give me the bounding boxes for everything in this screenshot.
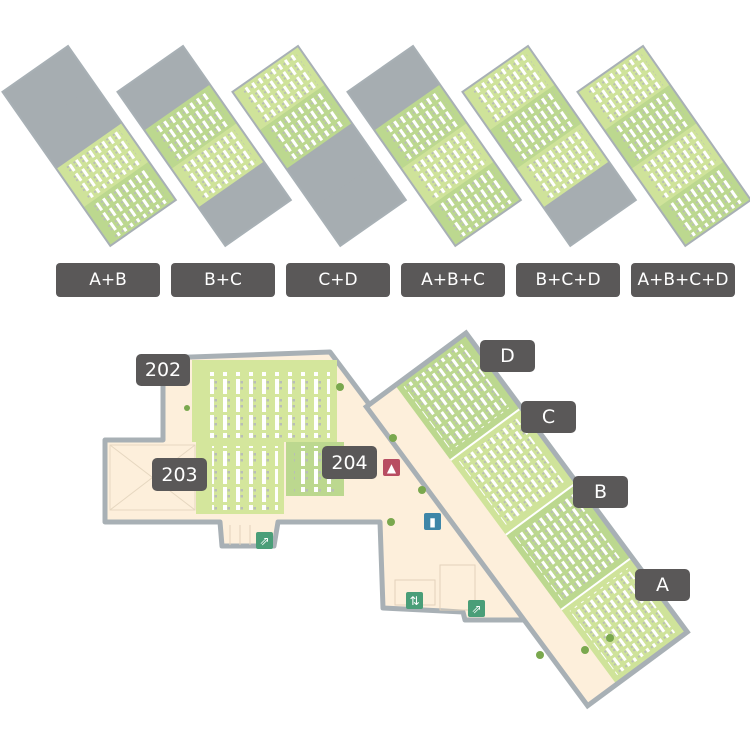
thumbnail-section-d: [117, 46, 211, 131]
thumbnail-desks: [667, 168, 745, 239]
hall-desks: [458, 418, 565, 526]
partition-wall: [560, 556, 633, 611]
stairs-icon: ⇗: [468, 600, 485, 617]
partition-wall: [449, 406, 522, 461]
thumbnail-outline: [1, 44, 178, 248]
partition-wall: [505, 481, 578, 536]
thumbnail-desks: [410, 129, 488, 201]
section-tag-b[interactable]: B: [573, 476, 628, 508]
room-202-desks: [205, 372, 330, 438]
stairs-icon: ⇗: [256, 532, 273, 549]
hall-desks: [514, 493, 620, 601]
thumbnail-desks: [180, 129, 258, 201]
plants: [184, 383, 614, 659]
layout-button-b-c[interactable]: B+C: [171, 263, 275, 297]
thumbnail-desks: [525, 129, 603, 201]
layout-thumbnail[interactable]: [461, 44, 638, 248]
thumbnail-outline: [346, 44, 523, 248]
layout-thumbnail[interactable]: [116, 44, 293, 248]
section-tag-c[interactable]: C: [521, 401, 576, 433]
room-tag-202[interactable]: 202: [136, 354, 190, 386]
thumbnail-section-b: [286, 123, 380, 208]
thumbnail-desks: [268, 91, 346, 162]
hall-desks: [569, 568, 676, 676]
thumbnail-outline: [461, 44, 638, 248]
thumbnail-section-d: [347, 46, 441, 131]
thumbnail-desks: [92, 168, 170, 239]
hall-wing: [362, 329, 691, 710]
thumbnail-group: [1, 44, 750, 248]
stairwell-lines: [229, 525, 476, 611]
section-tag-d[interactable]: D: [480, 340, 535, 372]
thumbnail-desks: [437, 168, 515, 239]
layout-thumbnail[interactable]: [346, 44, 523, 248]
thumbnail-desks: [471, 52, 549, 124]
thumbnail-desks: [241, 52, 319, 124]
section-tag-a[interactable]: A: [635, 569, 690, 601]
men-restroom-icon: ▮: [424, 513, 441, 530]
thumbnail-section-d: [2, 46, 96, 131]
thumbnail-section-a: [313, 161, 407, 247]
thumbnail-desks: [65, 129, 143, 201]
room-tag-204[interactable]: 204: [322, 446, 377, 479]
layout-thumbnail[interactable]: [576, 44, 750, 248]
layout-thumbnail[interactable]: [1, 44, 178, 248]
thumbnail-outline: [576, 44, 750, 248]
layout-button-c-d[interactable]: C+D: [286, 263, 390, 297]
layout-thumbnail[interactable]: [231, 44, 408, 248]
elevator-icon: ⇅: [406, 592, 423, 609]
thumbnail-section-a: [543, 161, 637, 247]
thumbnail-desks: [498, 91, 576, 162]
room-203-desks: [212, 446, 278, 510]
hall-desks: [403, 343, 510, 451]
thumbnail-outline: [116, 44, 293, 248]
thumbnail-desks: [383, 91, 461, 162]
room-tag-203[interactable]: 203: [152, 458, 207, 491]
women-restroom-icon: ▲: [383, 459, 400, 476]
layout-button-a-b-c[interactable]: A+B+C: [401, 263, 505, 297]
layout-button-a-b-c-d[interactable]: A+B+C+D: [631, 263, 735, 297]
thumbnail-section-a: [198, 161, 292, 247]
thumbnail-outline: [231, 44, 408, 248]
thumbnail-desks: [613, 91, 691, 162]
layout-button-b-c-d[interactable]: B+C+D: [516, 263, 620, 297]
thumbnail-section-c: [29, 84, 123, 170]
thumbnail-desks: [153, 91, 231, 162]
thumbnail-desks: [586, 52, 664, 124]
layout-button-a-b[interactable]: A+B: [56, 263, 160, 297]
thumbnail-desks: [640, 129, 718, 201]
